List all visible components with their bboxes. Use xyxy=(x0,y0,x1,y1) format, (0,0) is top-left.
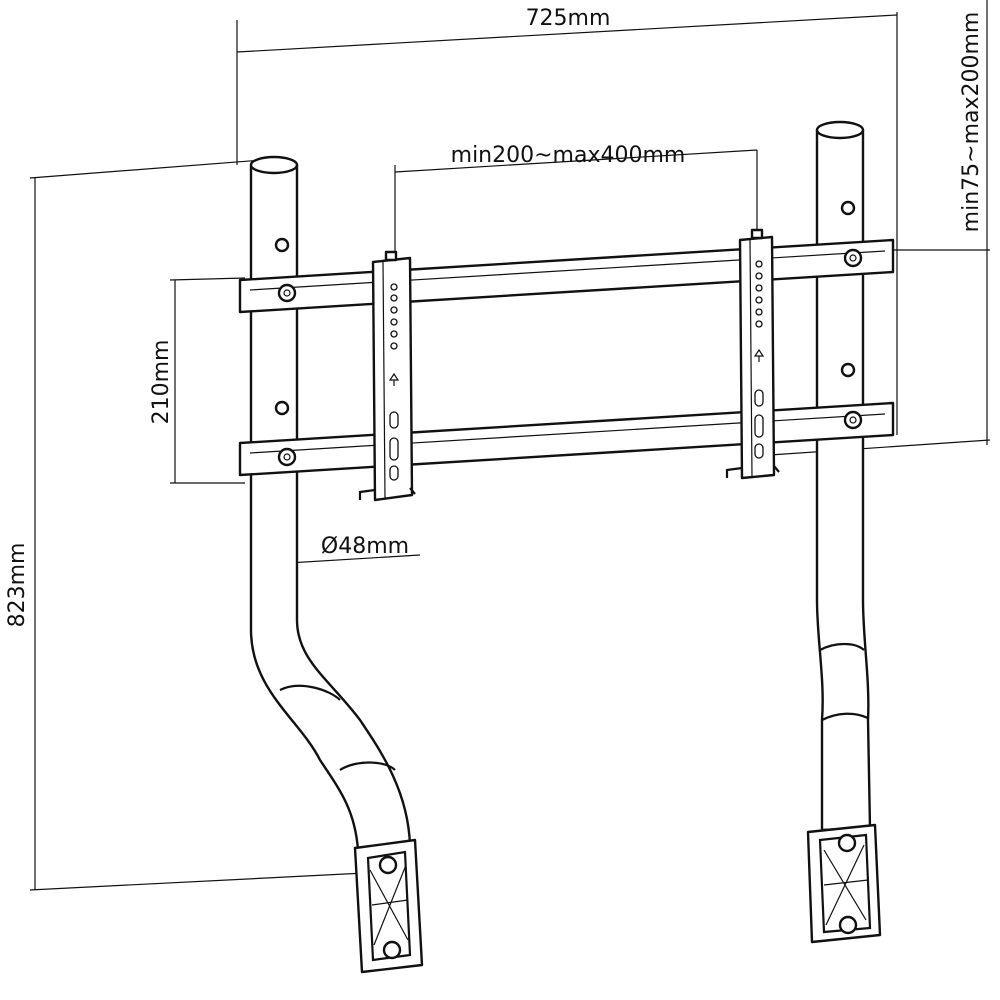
bottom-rail xyxy=(238,401,895,477)
left-foot-plate xyxy=(353,838,424,974)
right-foot-plate xyxy=(806,823,882,944)
rail-spacing-label: 210mm xyxy=(149,340,174,425)
left-pole xyxy=(249,155,412,852)
top-rail xyxy=(238,238,895,314)
overall-width-label: 725mm xyxy=(526,6,611,31)
left-vesa-bracket xyxy=(358,250,416,502)
right-vesa-bracket xyxy=(725,228,780,480)
overall-height-label: 823mm xyxy=(5,543,30,628)
vesa-horizontal-label: min200~max400mm xyxy=(451,143,686,168)
pole-diameter-label: Ø48mm xyxy=(321,534,409,559)
right-pole xyxy=(815,120,872,832)
vesa-vertical-label: min75~max200mm xyxy=(959,12,984,233)
dimension-lines xyxy=(29,0,991,891)
